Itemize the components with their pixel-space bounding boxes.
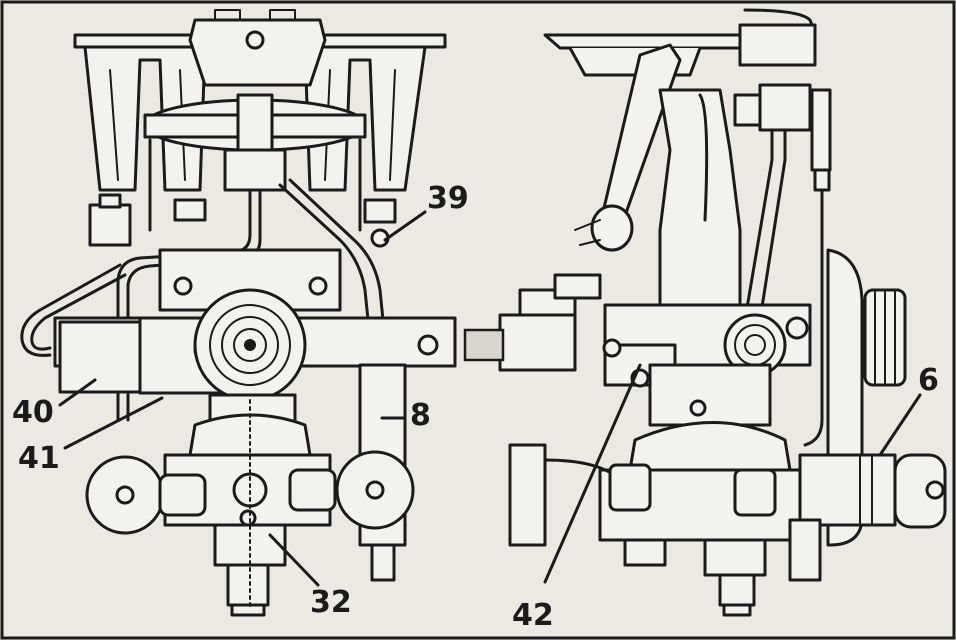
callout-42: 42 — [512, 598, 554, 633]
left-airflow-meter — [143, 93, 367, 232]
right-pulley-assembly — [788, 248, 947, 582]
right-view: 6 42 — [463, 8, 947, 633]
right-main-body — [463, 88, 812, 617]
callout-39: 39 — [427, 181, 469, 216]
left-main-body — [53, 248, 457, 617]
left-leaders — [58, 210, 427, 587]
callout-6: 6 — [918, 363, 939, 398]
left-view: 39 40 41 8 32 — [12, 9, 469, 620]
left-side-rollers — [85, 450, 415, 535]
callout-8: 8 — [410, 398, 431, 433]
callout-41: 41 — [18, 441, 60, 476]
callout-40: 40 — [12, 395, 54, 430]
callout-32: 32 — [310, 585, 352, 620]
right-leaders — [543, 363, 922, 584]
left-fuel-lines — [20, 178, 387, 422]
left-studs — [88, 193, 397, 248]
